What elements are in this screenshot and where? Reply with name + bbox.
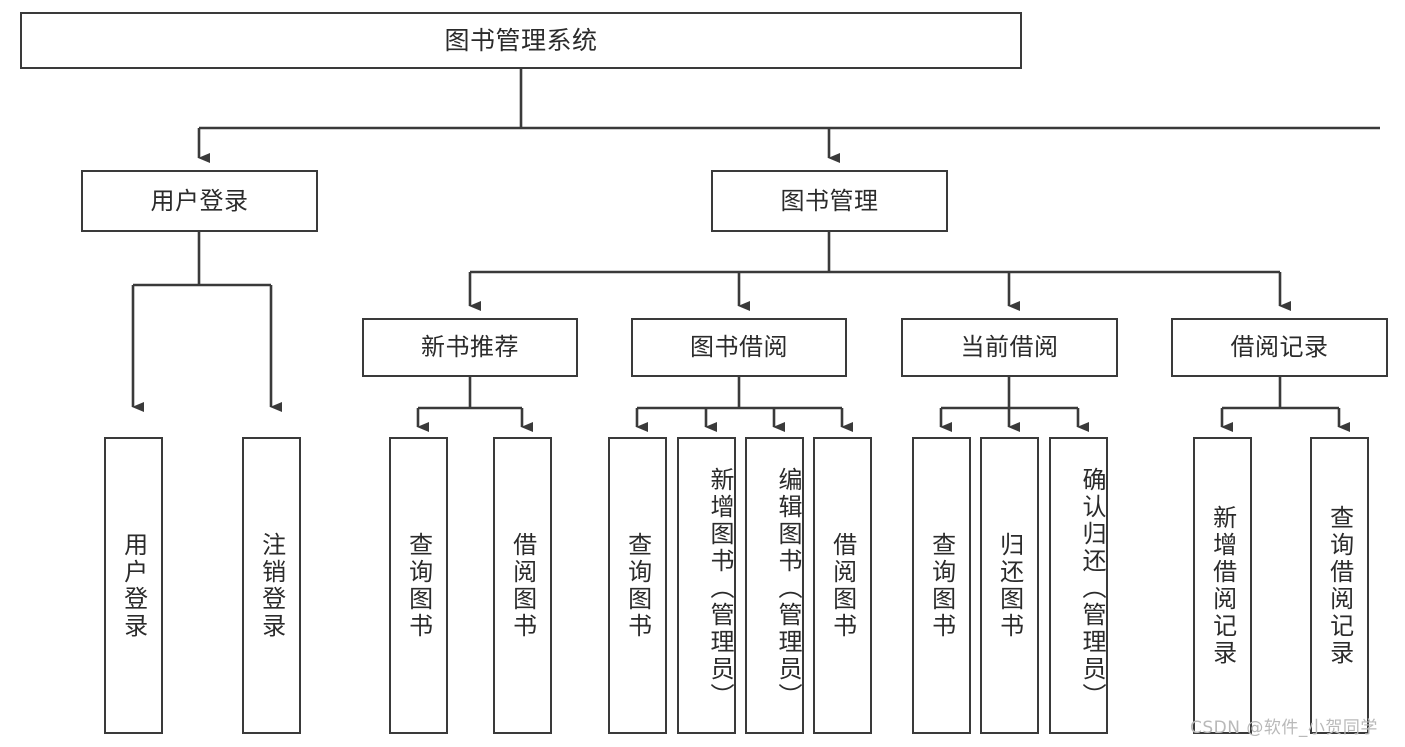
node-label: 借阅图书 [508, 531, 537, 640]
leaf-query-borrow-record[interactable]: 查询借阅记录 [1310, 437, 1369, 734]
leaf-user-login[interactable]: 用户登录 [104, 437, 163, 734]
leaf-borrow-book[interactable]: 借阅图书 [813, 437, 872, 734]
node-label: 查询借阅记录 [1325, 504, 1354, 667]
node-label: 确认归还（管理员） [1078, 467, 1106, 710]
node-new-book-recommend[interactable]: 新书推荐 [362, 318, 578, 377]
leaf-add-book-admin[interactable]: 新增图书（管理员） [677, 437, 736, 734]
node-label: 图书管理 [780, 186, 879, 215]
leaf-query-book-recommend[interactable]: 查询图书 [389, 437, 448, 734]
node-root-system[interactable]: 图书管理系统 [20, 12, 1022, 69]
node-label: 当前借阅 [960, 333, 1059, 362]
leaf-borrow-book-recommend[interactable]: 借阅图书 [493, 437, 552, 734]
node-label: 新增借阅记录 [1208, 504, 1237, 667]
node-label: 编辑图书（管理员） [774, 467, 802, 710]
leaf-edit-book-admin[interactable]: 编辑图书（管理员） [745, 437, 804, 734]
leaf-query-book-borrow[interactable]: 查询图书 [608, 437, 667, 734]
leaf-return-book[interactable]: 归还图书 [980, 437, 1039, 734]
leaf-user-logout[interactable]: 注销登录 [242, 437, 301, 734]
node-label: 新增图书（管理员） [706, 467, 734, 710]
node-label: 查询图书 [404, 531, 433, 640]
leaf-add-borrow-record[interactable]: 新增借阅记录 [1193, 437, 1252, 734]
node-label: 用户登录 [119, 531, 148, 640]
node-label: 用户登录 [150, 186, 249, 215]
node-label: 图书借阅 [690, 333, 788, 362]
node-user-login-group[interactable]: 用户登录 [81, 170, 318, 232]
node-label: 新书推荐 [421, 333, 519, 362]
node-book-borrow[interactable]: 图书借阅 [631, 318, 847, 377]
leaf-confirm-return-admin[interactable]: 确认归还（管理员） [1049, 437, 1108, 734]
node-label: 图书管理系统 [444, 25, 598, 55]
node-current-borrow[interactable]: 当前借阅 [901, 318, 1118, 377]
node-borrow-record[interactable]: 借阅记录 [1171, 318, 1388, 377]
node-label: 借阅记录 [1230, 333, 1329, 362]
node-label: 查询图书 [623, 531, 652, 640]
csdn-watermark: CSDN @软件_小贺同学 [1190, 718, 1378, 738]
leaf-query-book-current[interactable]: 查询图书 [912, 437, 971, 734]
node-label: 查询图书 [927, 531, 956, 640]
node-book-management-group[interactable]: 图书管理 [711, 170, 948, 232]
node-label: 注销登录 [257, 531, 286, 640]
node-label: 归还图书 [995, 531, 1024, 640]
node-label: 借阅图书 [828, 531, 857, 640]
